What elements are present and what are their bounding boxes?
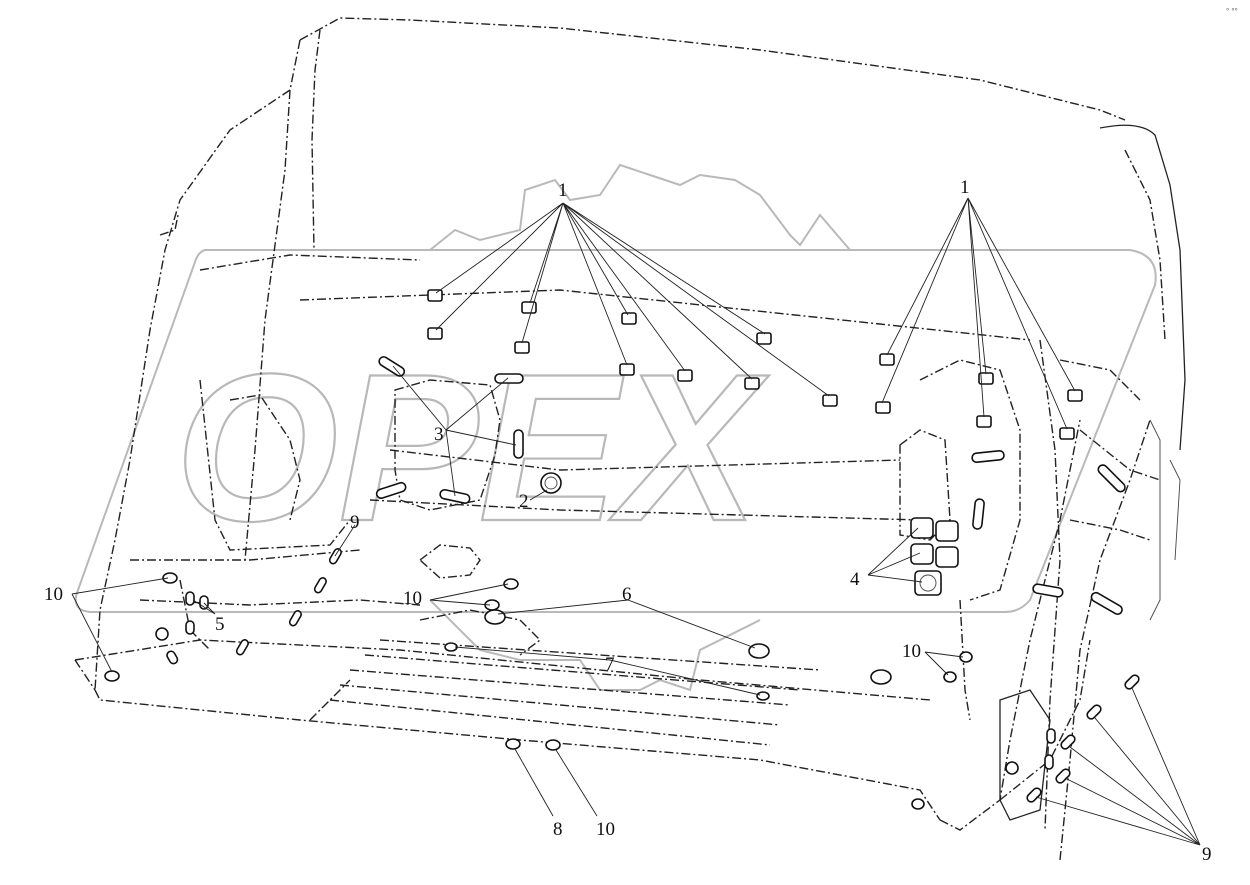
callout-6: 6 [622, 584, 632, 605]
part-5-studs [155, 591, 209, 665]
stud [185, 620, 195, 635]
square-plug [744, 377, 760, 390]
callout-3: 3 [434, 424, 444, 445]
watermark: OPEX [74, 163, 1157, 692]
square-plug [427, 289, 443, 302]
grommet-square [910, 517, 934, 539]
callout-2: 2 [519, 491, 529, 512]
oblong-plug [378, 356, 406, 377]
oblong-plug [494, 373, 524, 384]
part-4-grommet-block [910, 517, 959, 596]
oblong-plug [375, 481, 407, 500]
part-2-round-plug-inner [544, 476, 558, 490]
watermark-text: OPEX [175, 330, 769, 565]
callout-10-bottom: 10 [596, 819, 615, 840]
part-6-dome-plugs [484, 609, 892, 685]
square-plug [822, 394, 838, 407]
cap [943, 671, 957, 683]
part-9-slot-plugs [235, 548, 1140, 803]
cap [503, 578, 519, 590]
callout-4: 4 [850, 569, 860, 590]
slot-plug [288, 610, 302, 627]
callout-9-left: 9 [350, 512, 360, 533]
slot-plug [235, 639, 249, 656]
callout-8: 8 [553, 819, 563, 840]
cap [162, 572, 178, 584]
square-plug [1059, 427, 1075, 440]
oblong-plug [439, 489, 471, 504]
oblong-plug [513, 429, 524, 459]
callout-9-right: 9 [1202, 844, 1212, 865]
part-2-round-plug [540, 472, 562, 494]
square-plug [879, 353, 895, 366]
part-3-oblong-plugs [375, 356, 1126, 615]
oblong-plug [1097, 464, 1126, 493]
square-plug [619, 363, 635, 376]
cab-outline [74, 17, 1186, 861]
callout-1-left: 1 [558, 180, 568, 201]
grommet-square [910, 543, 934, 565]
leader-lines [71, 197, 1201, 846]
grommet-square [914, 570, 942, 596]
grommet-square [935, 546, 959, 568]
square-plug [875, 401, 891, 414]
cap [545, 739, 561, 751]
slot-plug [1055, 768, 1071, 784]
square-plug [1067, 389, 1083, 402]
dome-plug [870, 669, 892, 685]
callout-5: 5 [215, 614, 225, 635]
square-plug [427, 327, 443, 340]
square-plug [621, 312, 637, 325]
slot-plug-round [1005, 761, 1019, 775]
callout-10-left: 10 [44, 584, 63, 605]
oblong-plug [1032, 583, 1064, 598]
corner-mark: ° °° [1226, 7, 1238, 16]
part-10-caps [104, 572, 973, 810]
cap [756, 691, 770, 701]
slot-plug [1124, 674, 1140, 690]
oblong-plug [1090, 591, 1123, 615]
square-plug [521, 301, 537, 314]
callout-1-right: 1 [960, 177, 970, 198]
slot-plug [1046, 728, 1056, 744]
slot-plug [1060, 734, 1076, 750]
square-plug [677, 369, 693, 382]
stud [185, 591, 195, 606]
slot-plug [1026, 787, 1042, 803]
stud [166, 650, 179, 665]
callout-10-mid: 10 [403, 588, 422, 609]
slot-plug [313, 577, 327, 594]
cap [505, 738, 521, 750]
callout-labels: 1 1 2 3 4 5 6 7 8 9 9 10 10 10 10 [44, 177, 1212, 865]
callout-10-right: 10 [902, 641, 921, 662]
grommet-hole [919, 574, 937, 592]
slot-plug [1044, 754, 1054, 770]
cap [104, 670, 120, 682]
grommet-square [935, 520, 959, 542]
callout-7: 7 [605, 654, 615, 675]
oblong-plug [972, 498, 985, 530]
dome-plug [748, 643, 770, 659]
dome-plug [484, 609, 506, 625]
oblong-plug [971, 449, 1005, 463]
square-plug [756, 332, 772, 345]
square-plug [976, 415, 992, 428]
cap [911, 798, 925, 810]
slot-plug [1086, 704, 1102, 720]
stud-round [155, 627, 169, 641]
square-plug [514, 341, 530, 354]
